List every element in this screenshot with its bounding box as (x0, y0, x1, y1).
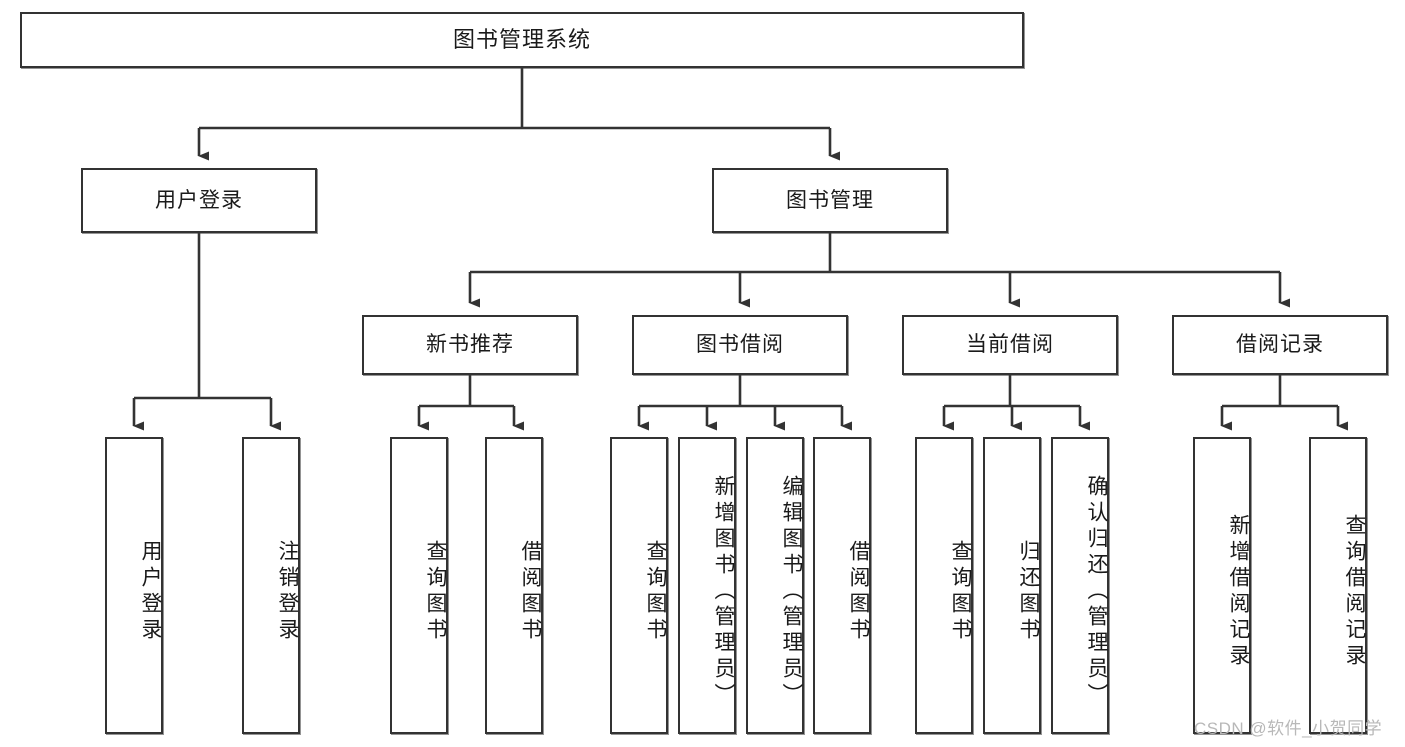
leaf-query-book-borrow[interactable]: 查询图书 (610, 437, 668, 734)
node-book-manage-label: 图书管理 (786, 188, 874, 212)
leaf-query-book-recommend[interactable]: 查询图书 (390, 437, 448, 734)
leaf-query-borrow-record[interactable]: 查询借阅记录 (1309, 437, 1367, 734)
leaf-add-borrow-record-label: 新增借阅记录 (1227, 513, 1250, 670)
leaf-borrow-book-recommend-label: 借阅图书 (519, 539, 542, 644)
leaf-return-book[interactable]: 归还图书 (983, 437, 1041, 734)
leaf-query-book-current-label: 查询图书 (949, 539, 972, 644)
leaf-query-book-borrow-label: 查询图书 (644, 539, 667, 644)
leaf-logout-label: 注销登录 (276, 539, 299, 644)
node-root-label: 图书管理系统 (452, 26, 591, 52)
node-user-login-label: 用户登录 (155, 188, 243, 212)
leaf-borrow-book[interactable]: 借阅图书 (813, 437, 871, 734)
leaf-edit-book-admin[interactable]: 编辑图书（管理员） (746, 437, 804, 734)
leaf-user-login-label: 用户登录 (139, 539, 162, 644)
leaf-confirm-return-admin-label: 确认归还（管理员） (1085, 474, 1108, 709)
node-current-borrow-label: 当前借阅 (966, 333, 1054, 357)
leaf-return-book-label: 归还图书 (1017, 539, 1040, 644)
leaf-confirm-return-admin[interactable]: 确认归还（管理员） (1051, 437, 1109, 734)
node-book-manage[interactable]: 图书管理 (712, 168, 948, 233)
leaf-user-login[interactable]: 用户登录 (105, 437, 163, 734)
leaf-borrow-book-label: 借阅图书 (847, 539, 870, 644)
node-new-book-recommend-label: 新书推荐 (426, 333, 514, 357)
leaf-add-book-admin-label: 新增图书（管理员） (712, 474, 735, 709)
leaf-query-borrow-record-label: 查询借阅记录 (1343, 513, 1366, 670)
node-current-borrow[interactable]: 当前借阅 (902, 315, 1118, 375)
node-book-borrow-label: 图书借阅 (696, 333, 784, 357)
node-borrow-record[interactable]: 借阅记录 (1172, 315, 1388, 375)
leaf-add-borrow-record[interactable]: 新增借阅记录 (1193, 437, 1251, 734)
leaf-borrow-book-recommend[interactable]: 借阅图书 (485, 437, 543, 734)
node-root[interactable]: 图书管理系统 (20, 12, 1024, 68)
leaf-edit-book-admin-label: 编辑图书（管理员） (780, 474, 803, 709)
node-borrow-record-label: 借阅记录 (1236, 333, 1324, 357)
leaf-query-book-recommend-label: 查询图书 (424, 539, 447, 644)
leaf-query-book-current[interactable]: 查询图书 (915, 437, 973, 734)
node-book-borrow[interactable]: 图书借阅 (632, 315, 848, 375)
watermark: CSDN @软件_小贺同学 (1194, 719, 1383, 738)
leaf-logout[interactable]: 注销登录 (242, 437, 300, 734)
node-user-login[interactable]: 用户登录 (81, 168, 317, 233)
leaf-add-book-admin[interactable]: 新增图书（管理员） (678, 437, 736, 734)
node-new-book-recommend[interactable]: 新书推荐 (362, 315, 578, 375)
